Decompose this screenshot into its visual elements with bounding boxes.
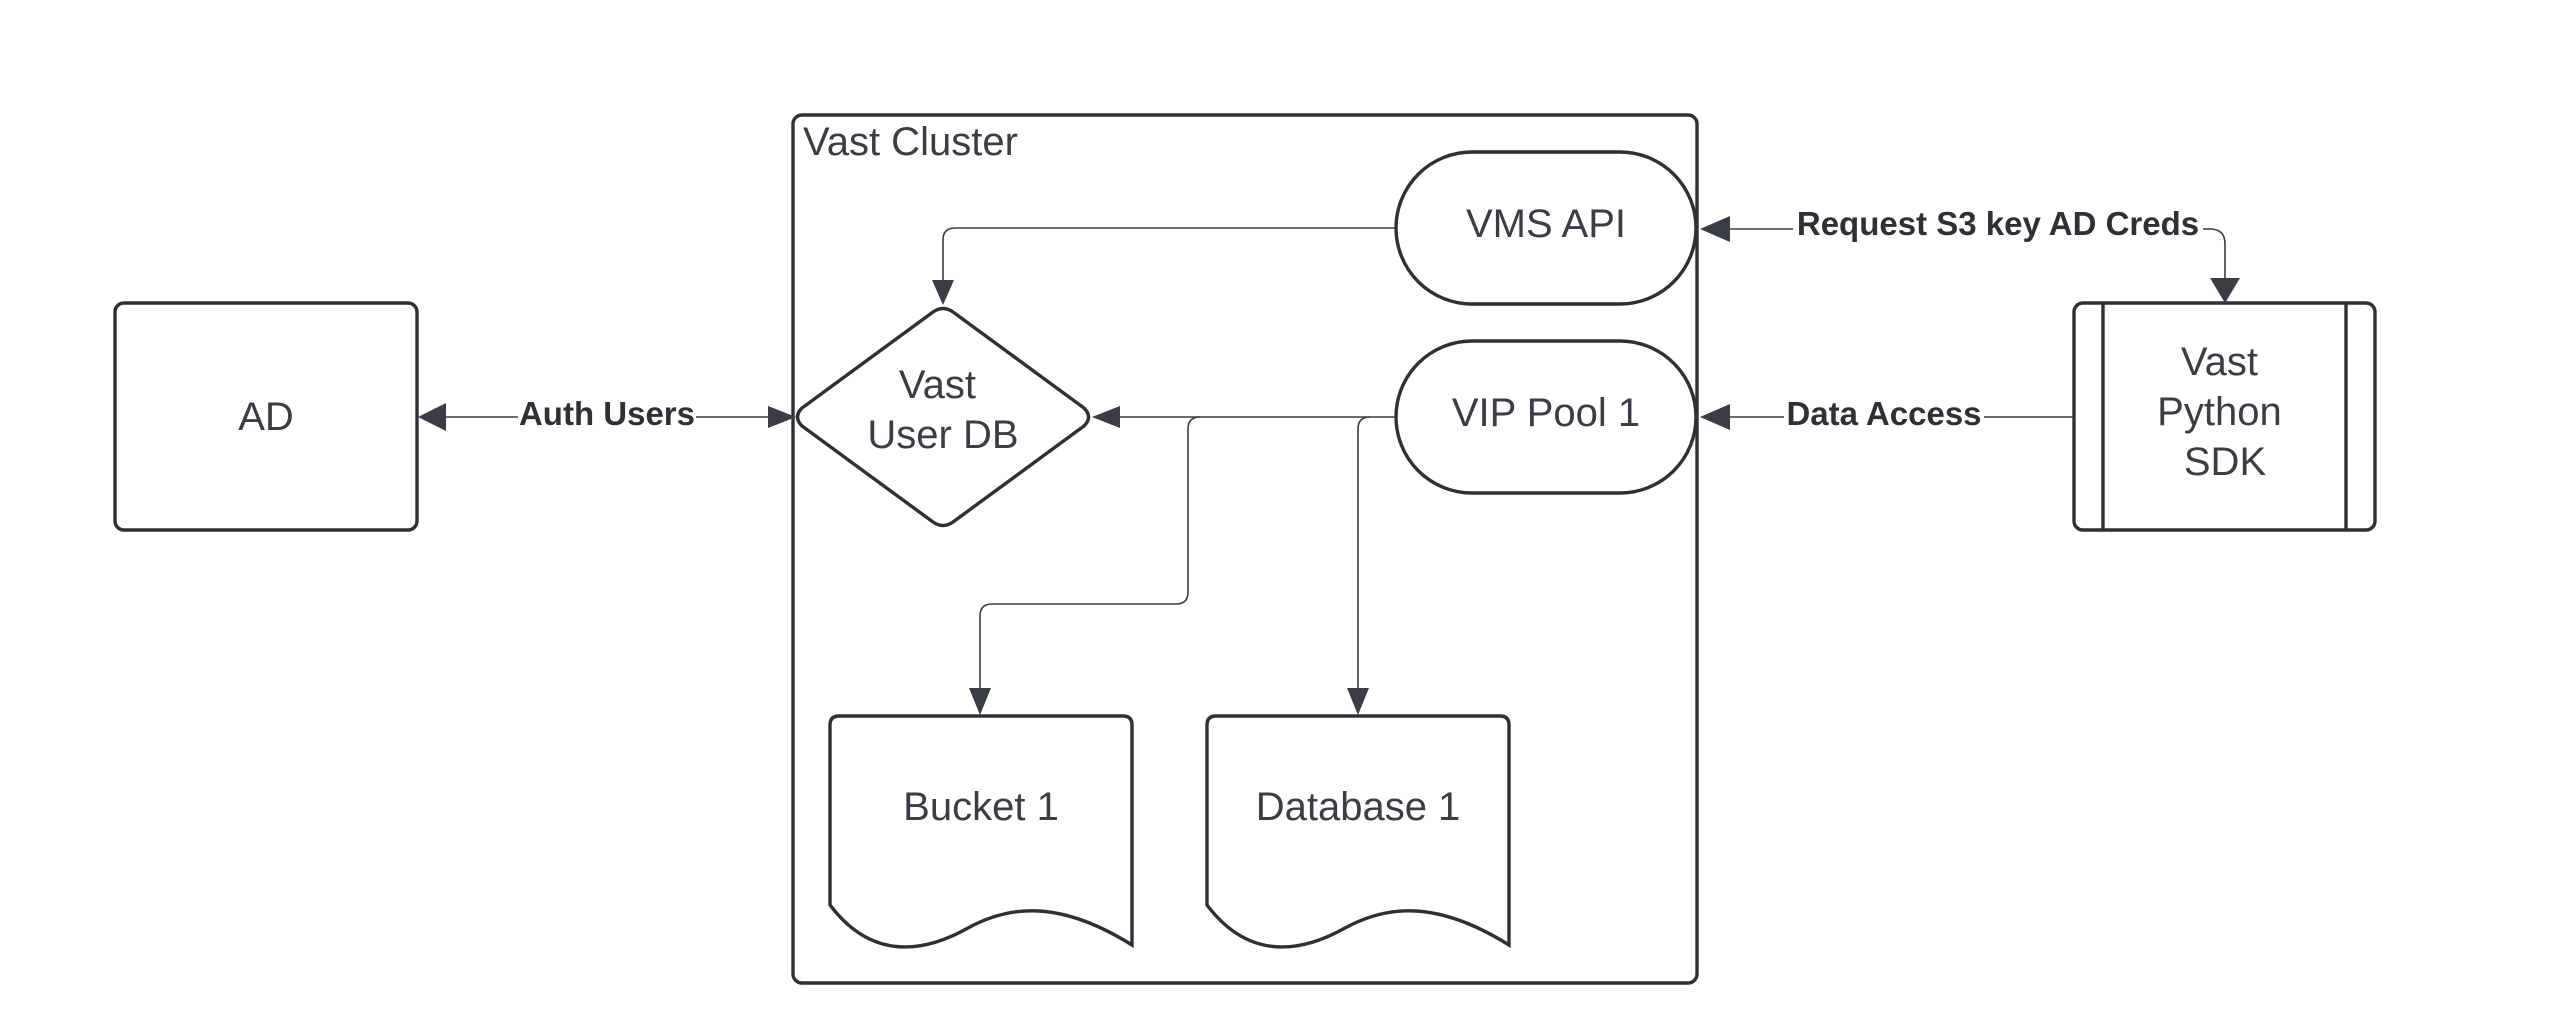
ad-label: AD: [238, 395, 294, 439]
arrowhead-into-database: [1347, 688, 1369, 715]
database-label: Database 1: [1256, 785, 1461, 829]
sdk-line-2: Python: [2157, 390, 2282, 434]
user-db-line-2: User DB: [867, 413, 1018, 457]
vast-cluster-title: Vast Cluster: [803, 120, 1018, 164]
connector-vms-to-user-db: [942, 227, 1395, 280]
arrowhead-into-user-db: [768, 406, 796, 428]
sdk-line-3: SDK: [2184, 440, 2267, 484]
connectors: [418, 216, 2240, 715]
arrowhead-vip-into-user-db: [1092, 406, 1120, 428]
request-creds-label: Request S3 key AD Creds: [1797, 205, 2199, 242]
vms-api-label: VMS API: [1466, 202, 1626, 246]
arrowhead-into-vip-pool: [1700, 404, 1730, 430]
edge-labels: Auth Users Request S3 key AD Creds Data …: [518, 205, 2203, 436]
vip-pool-label: VIP Pool 1: [1452, 391, 1640, 435]
arrowhead-into-sdk: [2210, 278, 2240, 303]
arrowhead-into-ad: [418, 403, 446, 431]
python-sdk-label: Vast Python SDK: [2157, 340, 2293, 484]
vip-pool-node[interactable]: VIP Pool 1: [1394, 339, 1698, 495]
data-access-label: Data Access: [1786, 395, 1981, 432]
sdk-line-1: Vast: [2181, 340, 2258, 384]
arrowhead-into-vms-api: [1700, 216, 1730, 242]
python-sdk-node[interactable]: Vast Python SDK: [2072, 301, 2377, 532]
connector-vip-to-bucket: [979, 416, 1201, 688]
auth-users-label: Auth Users: [519, 395, 695, 432]
bucket-node[interactable]: Bucket 1: [828, 714, 1134, 949]
bucket-label: Bucket 1: [903, 785, 1059, 829]
database-node[interactable]: Database 1: [1205, 714, 1511, 949]
user-db-line-1: Vast: [899, 363, 976, 407]
connector-vip-to-database: [1357, 416, 1371, 688]
arrowhead-into-bucket: [969, 688, 991, 715]
connector-request-creds: [1730, 228, 2226, 280]
arrowhead-vms-into-user-db: [932, 280, 954, 305]
user-db-node[interactable]: Vast User DB: [795, 306, 1091, 528]
vms-api-node[interactable]: VMS API: [1394, 150, 1698, 306]
ad-node[interactable]: AD: [113, 301, 419, 532]
user-db-label: Vast User DB: [867, 363, 1018, 457]
